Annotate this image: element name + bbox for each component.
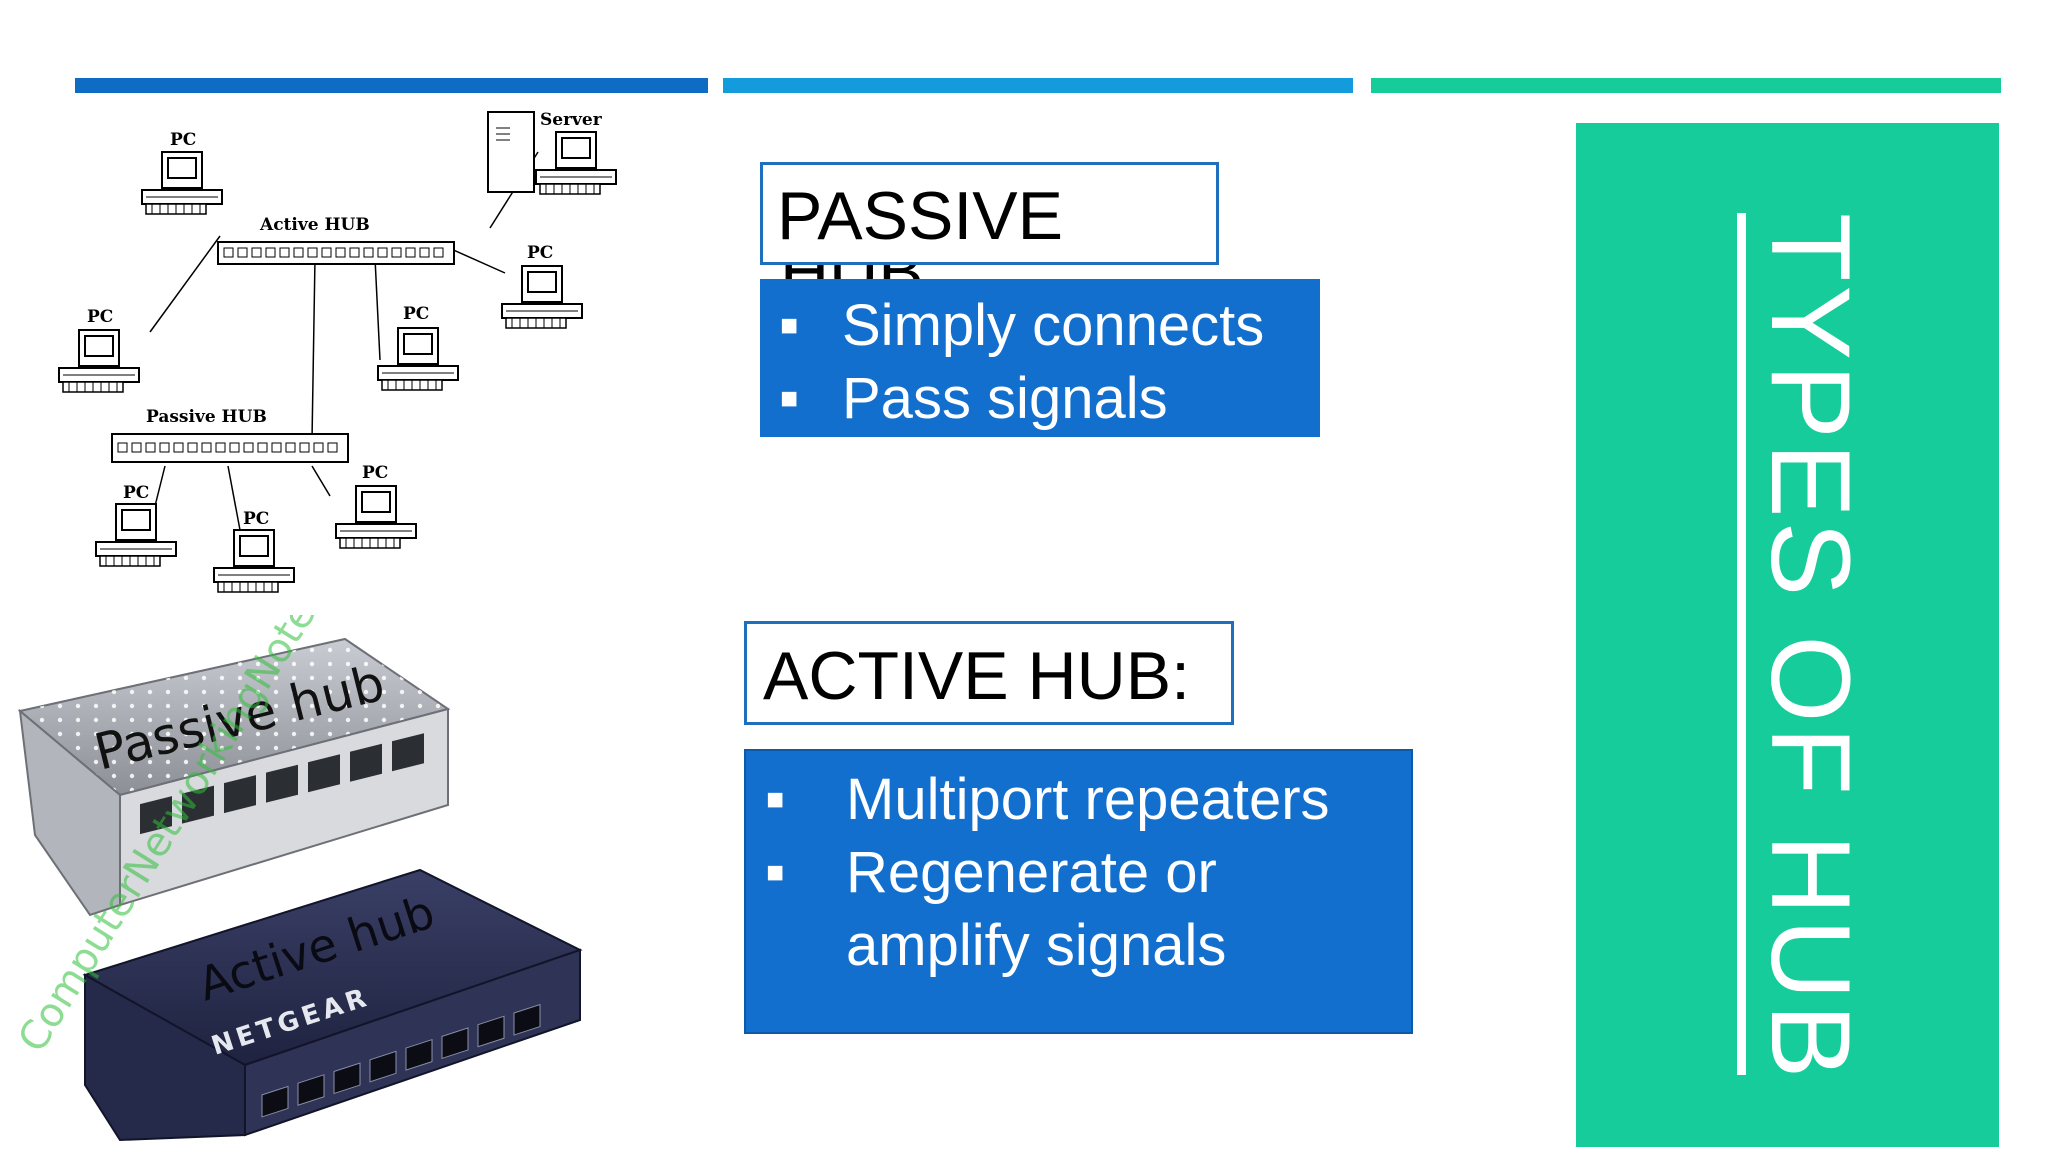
bullet-text: Regenerate or amplify signals: [846, 840, 1227, 978]
passive-hub-title-overflow: HUB: [780, 265, 960, 279]
square-bullet-icon: ■: [780, 309, 799, 342]
active-hub-ports: [223, 247, 444, 258]
square-bullet-icon: ■: [766, 856, 785, 889]
side-divider: [1737, 213, 1746, 1075]
passive-hub-title: PASSIVE: [777, 178, 1063, 254]
hub-network-diagram: Active HUB Passive HUB Server PC PC PC P…: [50, 108, 620, 608]
passive-hub-title-box: PASSIVE: [760, 162, 1219, 265]
active-hub-points: ■ Multiport repeaters ■ Regenerate or ampl…: [744, 749, 1413, 1034]
accent-bar-right: [1371, 78, 2001, 93]
passive-hub-ports: [140, 733, 424, 835]
bullet-text: Multiport repeaters: [846, 767, 1330, 832]
passive-hub-label: Passive HUB: [146, 407, 267, 427]
square-bullet-icon: ■: [780, 382, 799, 415]
pc-label: PC: [362, 463, 388, 483]
hub-photo: Passive hub Active hub NETGEAR ComputerN…: [0, 492, 600, 1152]
list-item: ■ Multiport repeaters: [764, 763, 1411, 836]
pc-label: PC: [527, 243, 553, 263]
square-bullet-icon: ■: [766, 783, 785, 816]
bullet-text: Pass signals: [842, 366, 1168, 431]
pc-label: PC: [87, 307, 113, 327]
passive-hub-ports: [117, 442, 338, 453]
accent-bar-middle: [723, 78, 1353, 93]
active-hub-ports: [261, 1003, 541, 1118]
pc-label: PC: [170, 130, 196, 150]
active-hub-title: ACTIVE HUB:: [763, 638, 1190, 714]
pc-label: PC: [243, 509, 269, 529]
slide-title: TYPES OF HUB: [1748, 213, 1873, 1083]
active-hub-label: Active HUB: [259, 215, 370, 235]
list-item: ■ Simply connects: [778, 289, 1320, 362]
side-panel: [1576, 123, 1999, 1147]
passive-hub-points: ■ Simply connects ■ Pass signals: [760, 279, 1320, 437]
pc-label: PC: [123, 483, 149, 503]
accent-bar-left: [75, 78, 708, 93]
active-hub-title-box: ACTIVE HUB:: [744, 621, 1234, 725]
server-label: Server: [540, 110, 603, 130]
bullet-text: Simply connects: [842, 293, 1265, 358]
pc-label: PC: [403, 304, 429, 324]
list-item: ■ Pass signals: [778, 362, 1320, 435]
list-item: ■ Regenerate or amplify signals: [764, 836, 1411, 982]
